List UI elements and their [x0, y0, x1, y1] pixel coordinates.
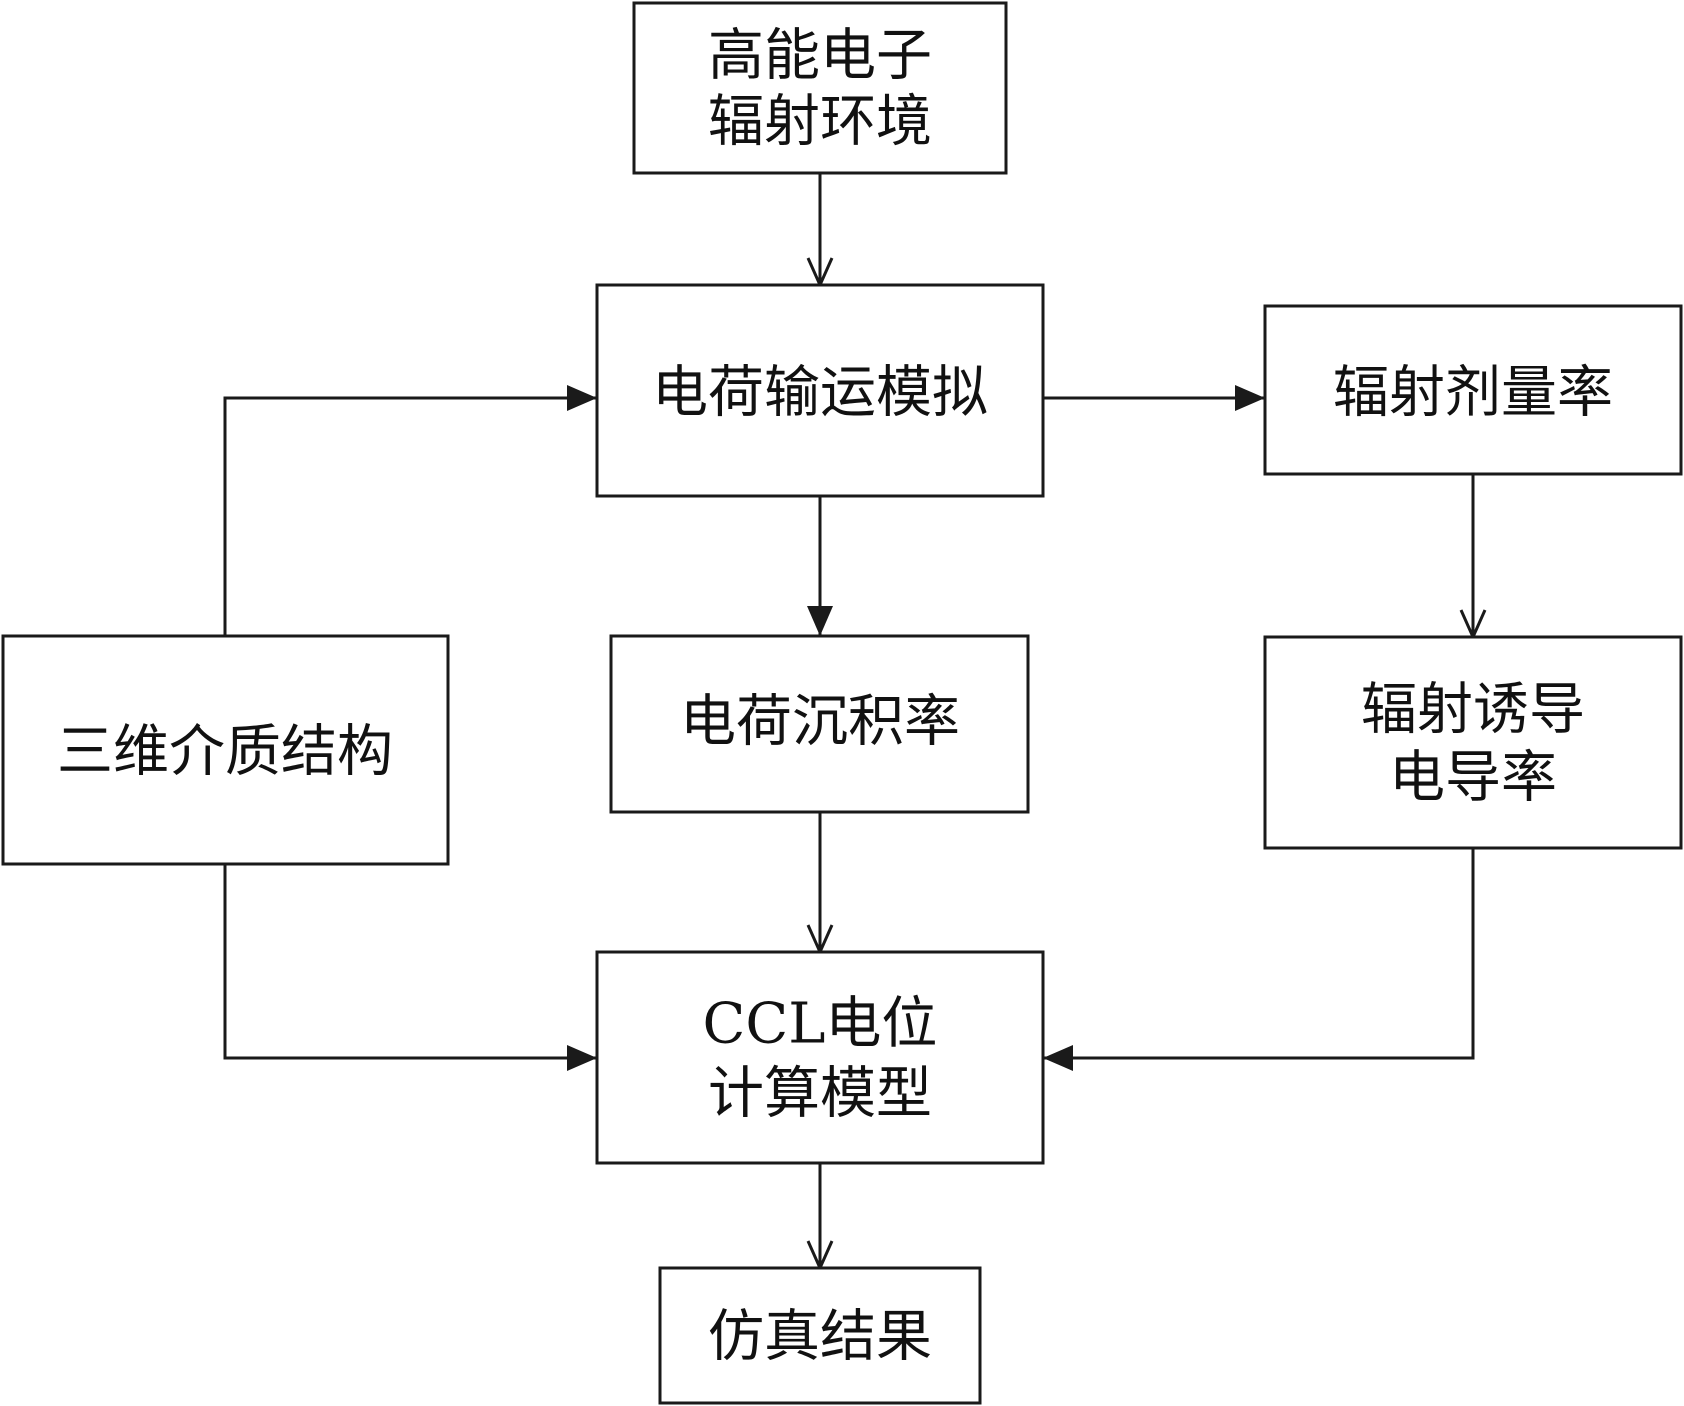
edge-ric-to-ccl	[1043, 848, 1475, 1071]
node-label-line: 电荷输运模拟	[652, 361, 988, 426]
node-high-energy-electron-environment: 高能电子 辐射环境	[632, 1, 1008, 175]
node-label-line: 计算模型	[708, 1062, 932, 1127]
node-label-line: 辐射环境	[708, 90, 932, 155]
node-simulation-result: 仿真结果	[658, 1266, 982, 1405]
node-label-line: CCL电位	[703, 992, 938, 1057]
node-label-line: 三维介质结构	[57, 720, 393, 785]
node-label-line: 电荷沉积率	[680, 690, 960, 755]
node-charge-transport-simulation: 电荷输运模拟	[595, 283, 1045, 498]
node-charge-deposition-rate: 电荷沉积率	[609, 634, 1030, 814]
edge-structure-to-ccl	[223, 864, 597, 1071]
node-label-line: 高能电子	[708, 24, 932, 89]
edges-layer	[223, 173, 1475, 1268]
node-radiation-induced-conductivity: 辐射诱导 电导率	[1263, 635, 1683, 850]
edge-structure-to-transport	[223, 385, 597, 636]
node-3d-dielectric-structure: 三维介质结构	[1, 634, 450, 866]
node-radiation-dose-rate: 辐射剂量率	[1263, 304, 1683, 476]
node-label-line: 辐射剂量率	[1333, 361, 1613, 426]
node-label-line: 仿真结果	[708, 1305, 932, 1370]
node-ccl-potential-model: CCL电位 计算模型	[595, 950, 1045, 1165]
node-label-line: 电导率	[1389, 746, 1557, 811]
node-label-line: 辐射诱导	[1361, 678, 1585, 743]
